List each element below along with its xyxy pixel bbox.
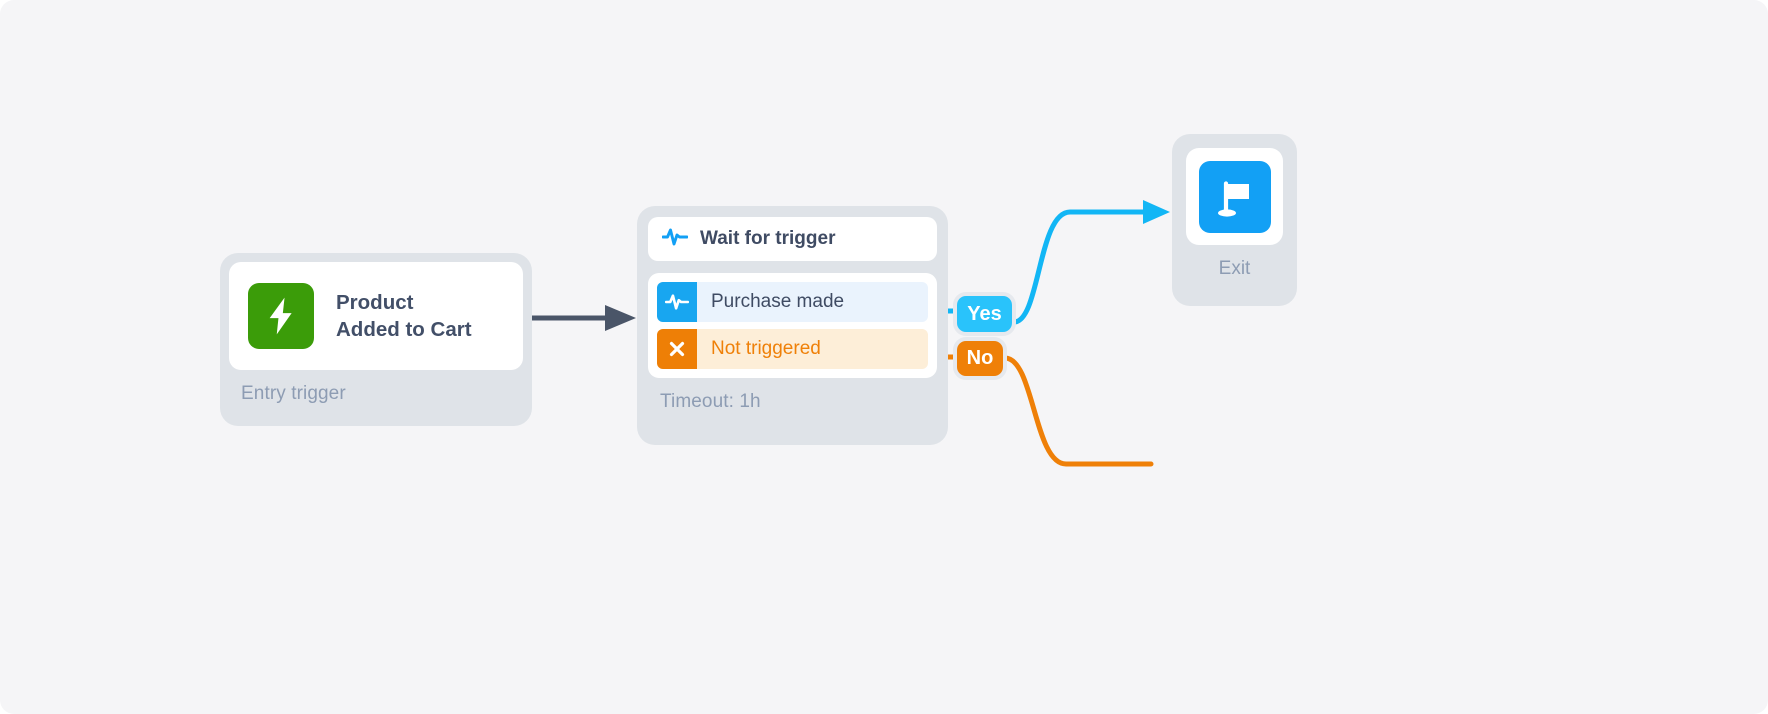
wait-for-trigger-footer: Timeout: 1h	[660, 391, 761, 412]
exit-card[interactable]	[1186, 148, 1283, 245]
edge-no-dangling	[1002, 355, 1154, 467]
entry-trigger-card[interactable]: Product Added to Cart	[229, 262, 523, 370]
entry-trigger-node[interactable]: Product Added to Cart Entry trigger	[220, 253, 532, 426]
lightning-bolt-icon	[248, 283, 314, 349]
activity-pulse-icon	[661, 227, 689, 252]
close-x-icon	[657, 329, 697, 369]
branch-label-purchase-made: Purchase made	[711, 291, 845, 312]
branch-list: Purchase made Not triggered	[648, 273, 937, 378]
edge-yes-to-exit	[1011, 200, 1170, 325]
flag-icon	[1198, 160, 1271, 233]
wait-for-trigger-node[interactable]: Wait for trigger Purchase made Not trigg…	[637, 206, 948, 445]
exit-node[interactable]: Exit	[1172, 134, 1297, 306]
activity-pulse-icon	[657, 282, 697, 322]
branch-badge-yes[interactable]: Yes	[957, 296, 1012, 332]
branch-badge-no[interactable]: No	[957, 341, 1003, 376]
entry-trigger-title: Product Added to Cart	[336, 290, 472, 341]
entry-trigger-footer: Entry trigger	[241, 383, 346, 404]
branch-row-not-triggered[interactable]: Not triggered	[657, 329, 928, 369]
wait-for-trigger-header[interactable]: Wait for trigger	[648, 217, 937, 261]
wait-for-trigger-label: Wait for trigger	[700, 228, 836, 249]
exit-label: Exit	[1218, 258, 1251, 279]
branch-row-purchase-made[interactable]: Purchase made	[657, 282, 928, 322]
branch-label-not-triggered: Not triggered	[711, 338, 821, 359]
